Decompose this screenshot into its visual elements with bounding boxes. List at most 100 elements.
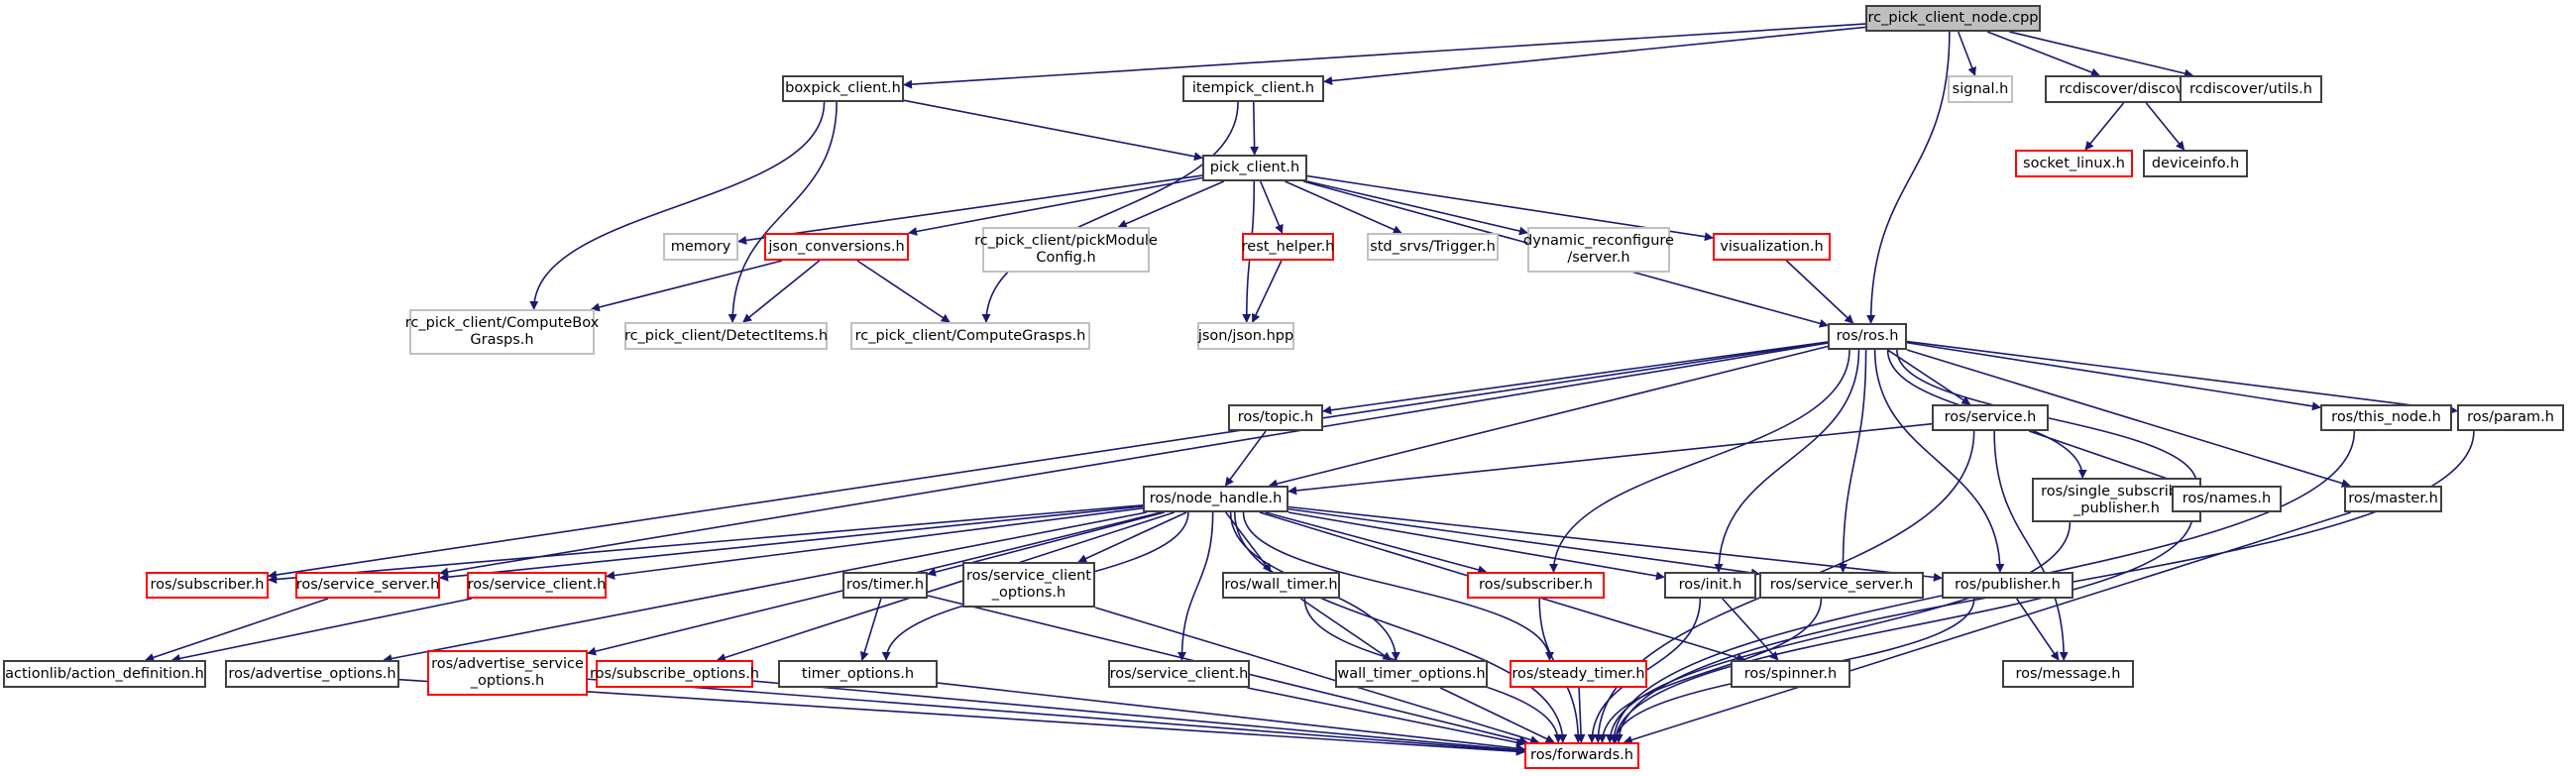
graph-node-thisnode[interactable]: ros/this_node.h bbox=[2320, 404, 2452, 431]
graph-node-jsonconv[interactable]: json_conversions.h bbox=[764, 233, 909, 261]
edge-jsonconv-to-computebox bbox=[590, 260, 783, 312]
graph-node-steadytimer[interactable]: ros/steady_timer.h bbox=[1510, 660, 1647, 688]
edge-steadytimer-to-forwards bbox=[1576, 687, 1586, 743]
graph-node-utils[interactable]: rcdiscover/utils.h bbox=[2180, 75, 2322, 103]
edge-timer-to-timeropts bbox=[859, 598, 882, 661]
node-label: timer_options.h bbox=[801, 665, 915, 682]
node-label: json/json.hpp bbox=[1197, 327, 1294, 344]
node-label: rest_helper.h bbox=[1241, 238, 1335, 255]
edge-pick-to-dynserver bbox=[1306, 180, 1528, 236]
edge-resthelper-to-jsonhpp bbox=[1251, 260, 1283, 323]
edge-root-to-itempick bbox=[1323, 26, 1866, 85]
node-label: deviceinfo.h bbox=[2151, 155, 2240, 171]
node-label: ros/service_client.h bbox=[1109, 665, 1249, 682]
edge-ros-to-master bbox=[1906, 349, 2351, 488]
node-label: ros/param.h bbox=[2467, 409, 2554, 425]
edge-root-to-signal bbox=[1957, 31, 1976, 76]
graph-node-master[interactable]: ros/master.h bbox=[2344, 486, 2442, 512]
graph-node-timer[interactable]: ros/timer.h bbox=[842, 572, 928, 599]
graph-node-nodehandle[interactable]: ros/node_handle.h bbox=[1143, 486, 1288, 512]
edge-singlesub-to-forwards bbox=[1605, 521, 2072, 743]
graph-node-topic[interactable]: ros/topic.h bbox=[1228, 404, 1323, 431]
graph-node-deviceinfo[interactable]: deviceinfo.h bbox=[2143, 150, 2248, 177]
edge-discover-to-socket bbox=[2084, 102, 2125, 151]
edge-timeropts-to-forwards bbox=[937, 682, 1525, 753]
graph-node-timeropts[interactable]: timer_options.h bbox=[778, 660, 938, 688]
graph-node-param[interactable]: ros/param.h bbox=[2457, 404, 2564, 431]
edge-service-to-nodehandle bbox=[1288, 422, 1933, 496]
edge-root-to-discover bbox=[1986, 31, 2100, 77]
graph-node-servserver1[interactable]: ros/service_server.h bbox=[295, 572, 440, 599]
graph-node-servclient2[interactable]: ros/service_client.h bbox=[1108, 660, 1250, 688]
edge-nodehandle-to-subopts bbox=[716, 511, 1175, 662]
edge-boxpick-to-pick bbox=[903, 99, 1203, 162]
edge-nodehandle-to-subscriber1 bbox=[268, 503, 1144, 584]
edge-pick-to-pickcfg bbox=[1117, 180, 1225, 228]
graph-node-service[interactable]: ros/service.h bbox=[1932, 404, 2049, 431]
node-label: dynamic_reconfigure /server.h bbox=[1523, 233, 1674, 266]
edge-subopts-to-forwards bbox=[752, 680, 1525, 755]
graph-node-servclient1[interactable]: ros/service_client.h bbox=[467, 572, 607, 599]
graph-node-memory: memory bbox=[663, 233, 738, 261]
graph-node-resthelper[interactable]: rest_helper.h bbox=[1242, 233, 1334, 261]
edge-boxpick-to-detectitems bbox=[728, 101, 838, 323]
graph-node-actiondef[interactable]: actionlib/action_definition.h bbox=[3, 660, 206, 688]
edge-servserver2-to-forwards bbox=[1598, 598, 1823, 743]
node-label: ros/ros.h bbox=[1836, 328, 1899, 344]
node-label: ros/this_node.h bbox=[2331, 409, 2441, 425]
node-label: visualization.h bbox=[1720, 238, 1824, 255]
graph-node-scoptions[interactable]: ros/service_client _options.h bbox=[962, 562, 1095, 608]
edge-ros-to-subscriber1 bbox=[268, 341, 1829, 580]
node-label: rc_pick_client/DetectItems.h bbox=[623, 327, 829, 344]
edge-ros-to-subscriber2 bbox=[1549, 349, 1850, 573]
graph-node-visual[interactable]: visualization.h bbox=[1713, 233, 1831, 261]
graph-node-walltimeropts[interactable]: wall_timer_options.h bbox=[1335, 660, 1488, 688]
edge-nodehandle-to-steadytimer bbox=[1242, 511, 1554, 661]
graph-node-publisher[interactable]: ros/publisher.h bbox=[1942, 572, 2073, 599]
graph-node-advopts[interactable]: ros/advertise_options.h bbox=[225, 660, 399, 688]
edge-root-to-utils bbox=[2009, 31, 2194, 78]
graph-node-itempick[interactable]: itempick_client.h bbox=[1182, 75, 1324, 102]
edge-ros-to-service bbox=[1886, 349, 1971, 405]
edge-topic-to-nodehandle bbox=[1224, 430, 1267, 487]
graph-node-computebox: rc_pick_client/ComputeBox Grasps.h bbox=[405, 309, 599, 355]
graph-node-pick[interactable]: pick_client.h bbox=[1202, 155, 1307, 181]
graph-node-walltimer[interactable]: ros/wall_timer.h bbox=[1222, 572, 1340, 599]
graph-node-signal: signal.h bbox=[1948, 75, 2013, 103]
graph-node-forwards[interactable]: ros/forwards.h bbox=[1524, 742, 1639, 769]
edge-nodehandle-to-advopts bbox=[383, 511, 1147, 663]
graph-node-advsvcopts[interactable]: ros/advertise_service _options.h bbox=[427, 650, 588, 696]
graph-node-boxpick[interactable]: boxpick_client.h bbox=[782, 75, 904, 102]
graph-node-subscriber2[interactable]: ros/subscriber.h bbox=[1467, 572, 1605, 599]
graph-node-dynserver: dynamic_reconfigure /server.h bbox=[1523, 227, 1674, 273]
edge-nodehandle-to-init bbox=[1288, 511, 1665, 581]
node-label: ros/publisher.h bbox=[1955, 577, 2061, 593]
edge-servclient2-to-forwards bbox=[1247, 687, 1525, 747]
node-label: signal.h bbox=[1952, 80, 2009, 97]
edge-names-to-forwards bbox=[1611, 511, 2194, 743]
graph-node-message[interactable]: ros/message.h bbox=[2002, 660, 2134, 688]
graph-node-init[interactable]: ros/init.h bbox=[1664, 572, 1756, 599]
node-label: ros/init.h bbox=[1678, 577, 1742, 593]
edge-discover-to-deviceinfo bbox=[2145, 102, 2185, 151]
graph-node-subopts[interactable]: ros/subscribe_options.h bbox=[590, 660, 759, 688]
graph-node-names[interactable]: ros/names.h bbox=[2172, 486, 2282, 512]
node-label: itempick_client.h bbox=[1191, 80, 1315, 96]
edge-advsvcopts-to-forwards bbox=[587, 678, 1525, 755]
edge-walltimeropts-to-forwards bbox=[1439, 687, 1555, 743]
edge-ros-to-nodehandle bbox=[1268, 345, 1829, 489]
edge-ros-to-topic bbox=[1322, 341, 1829, 415]
edge-pick-to-trigger bbox=[1285, 180, 1402, 234]
graph-node-socket[interactable]: socket_linux.h bbox=[2015, 150, 2133, 177]
graph-node-spinner[interactable]: ros/spinner.h bbox=[1731, 660, 1850, 688]
graph-node-servserver2[interactable]: ros/service_server.h bbox=[1759, 572, 1924, 599]
edge-nodehandle-to-servclient2 bbox=[1176, 511, 1214, 661]
graph-node-subscriber1[interactable]: ros/subscriber.h bbox=[146, 572, 269, 599]
edge-ros-to-thisnode bbox=[1906, 341, 2321, 411]
node-label: rcdiscover/utils.h bbox=[2189, 80, 2312, 97]
node-label: rc_pick_client/ComputeBox Grasps.h bbox=[404, 315, 600, 348]
edge-root-to-boxpick bbox=[903, 23, 1866, 89]
graph-node-root[interactable]: rc_pick_client_node.cpp bbox=[1865, 5, 2041, 32]
graph-node-ros[interactable]: ros/ros.h bbox=[1828, 323, 1907, 350]
